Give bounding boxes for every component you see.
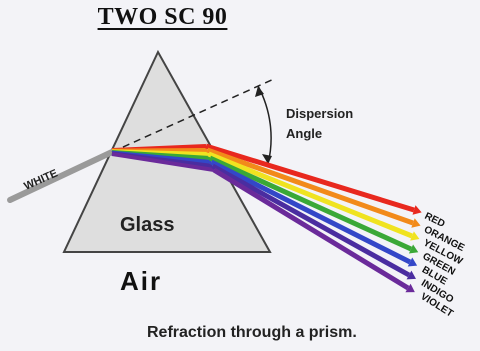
dispersion-angle-arc — [258, 86, 271, 164]
figure-caption: Refraction through a prism. — [147, 324, 447, 342]
incident-ray-label: WHITE — [22, 167, 59, 192]
dispersion-label-line2: Angle — [286, 126, 322, 141]
air-label: Air — [120, 266, 162, 296]
dispersion-label-line1: Dispersion — [286, 106, 353, 121]
glass-label: Glass — [120, 214, 174, 236]
